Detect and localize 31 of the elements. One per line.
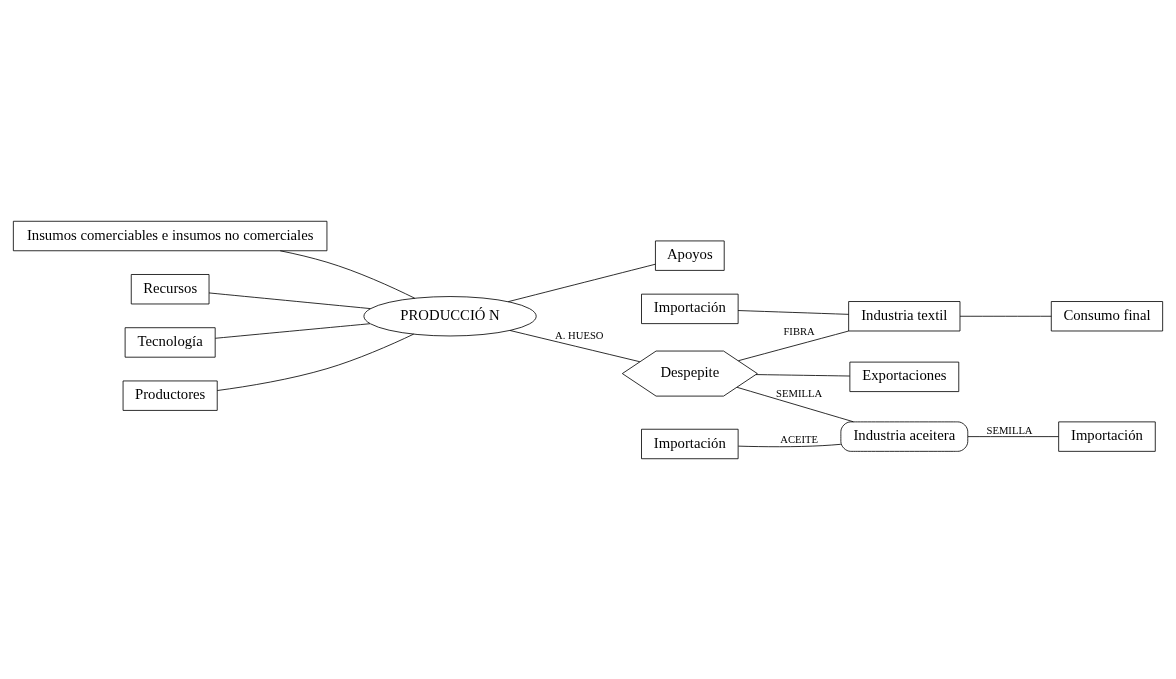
node-box: Recursos [130, 273, 210, 304]
connector [737, 309, 850, 315]
node-box: Importación [641, 428, 739, 459]
connector [216, 333, 415, 391]
edge-label: ACEITE [780, 433, 818, 445]
node-box: Industria textil [848, 300, 961, 331]
node-box: Exportaciones [849, 361, 960, 392]
connector [208, 292, 371, 309]
connector [738, 330, 850, 361]
node-box: Insumos comerciables e insumos no comerciales [12, 220, 328, 251]
edge-label: SEMILLA [986, 424, 1033, 436]
connector [959, 315, 1052, 317]
connector [279, 249, 416, 299]
node-box: Productores [122, 380, 218, 411]
node-box: Importación [641, 293, 739, 324]
edge-label: FIBRA [783, 325, 815, 337]
connector [736, 386, 854, 422]
edge-label: SEMILLA [776, 387, 823, 399]
connector [507, 263, 656, 302]
node-box: Importación [1058, 420, 1156, 452]
node-ellipse: PRODUCCIÓ N [363, 295, 537, 336]
node-box: Industria aceitera [840, 420, 969, 452]
connector [755, 373, 851, 376]
node-box: Apoyos [655, 240, 725, 271]
connector [214, 322, 371, 339]
connector [509, 329, 641, 362]
connector [738, 443, 842, 447]
connector [967, 435, 1059, 437]
edge-label: A. HUESO [555, 329, 604, 341]
node-box: Consumo final [1050, 300, 1164, 331]
node-box: Tecnología [124, 326, 216, 358]
